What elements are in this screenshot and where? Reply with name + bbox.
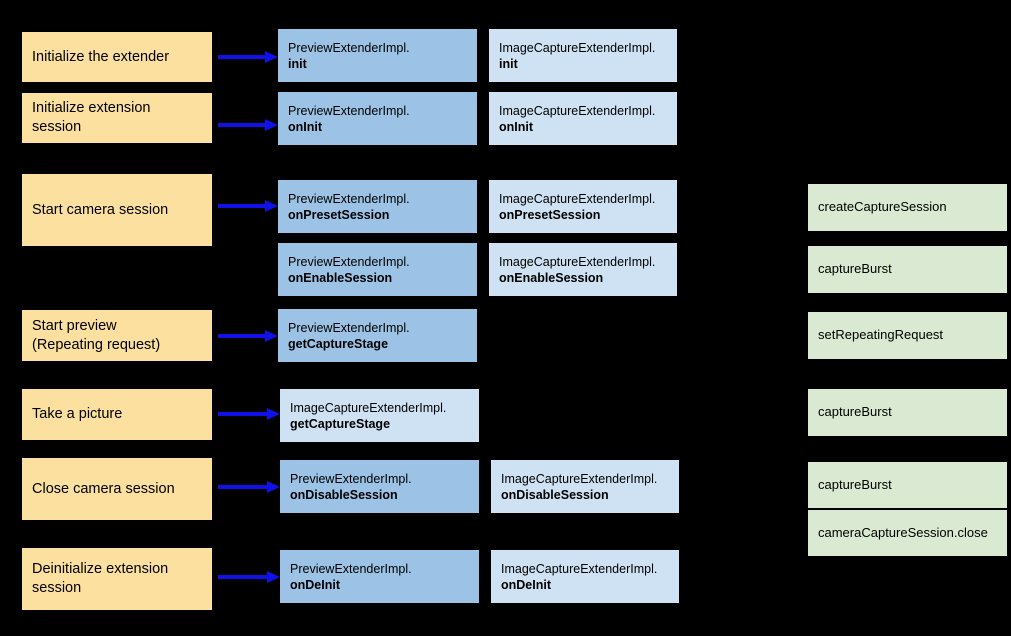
call-class-name: ImageCaptureExtenderImpl.: [290, 400, 447, 415]
api-box-createcapturesession[interactable]: createCaptureSession: [808, 184, 1007, 231]
stage-label-line: Start preview: [32, 317, 117, 334]
call-box-preview-onpresetsession[interactable]: PreviewExtenderImpl. onPresetSession: [278, 180, 477, 233]
call-method-name: onInit: [288, 119, 323, 134]
call-class-name: ImageCaptureExtenderImpl.: [499, 103, 656, 118]
call-class-name: PreviewExtenderImpl.: [288, 254, 410, 269]
stage-box-deinitialize-extension-session[interactable]: Deinitialize extension session: [22, 548, 212, 610]
call-box-preview-init[interactable]: PreviewExtenderImpl. init: [278, 29, 477, 82]
call-box-preview-getcapturestage[interactable]: PreviewExtenderImpl. getCaptureStage: [278, 309, 477, 362]
api-box-captureburst-3[interactable]: captureBurst: [808, 462, 1007, 508]
api-label: captureBurst: [818, 476, 892, 492]
call-class-name: PreviewExtenderImpl.: [290, 561, 412, 576]
call-box-preview-ondisablesession[interactable]: PreviewExtenderImpl. onDisableSession: [280, 460, 479, 513]
stage-box-take-a-picture[interactable]: Take a picture: [22, 389, 212, 440]
api-label: setRepeatingRequest: [818, 327, 944, 343]
stage-box-start-camera-session[interactable]: Start camera session: [22, 174, 212, 246]
call-method-name: onDeInit: [501, 577, 551, 592]
stage-label-line: Take a picture: [32, 406, 123, 423]
call-method-name: onEnableSession: [288, 270, 393, 285]
call-class-name: ImageCaptureExtenderImpl.: [499, 40, 656, 55]
stage-label-line: (Repeating request): [32, 336, 161, 353]
stage-label-line: Initialize the extender: [32, 48, 170, 65]
call-box-capture-getcapturestage[interactable]: ImageCaptureExtenderImpl. getCaptureStag…: [280, 389, 479, 442]
call-class-name: ImageCaptureExtenderImpl.: [499, 254, 656, 269]
api-label: captureBurst: [818, 404, 892, 420]
call-box-capture-oninit[interactable]: ImageCaptureExtenderImpl. onInit: [489, 92, 677, 145]
api-label: createCaptureSession: [818, 199, 947, 215]
call-class-name: ImageCaptureExtenderImpl.: [501, 561, 658, 576]
stage-box-start-preview[interactable]: Start preview (Repeating request): [22, 310, 212, 361]
call-method-name: init: [288, 56, 307, 71]
api-label: cameraCaptureSession.close: [818, 524, 988, 540]
call-method-name: getCaptureStage: [290, 416, 391, 431]
call-method-name: onEnableSession: [499, 270, 604, 285]
api-box-cameracapturesession-close[interactable]: cameraCaptureSession.close: [808, 510, 1007, 556]
call-box-capture-init[interactable]: ImageCaptureExtenderImpl. init: [489, 29, 677, 82]
call-class-name: PreviewExtenderImpl.: [288, 103, 410, 118]
stage-label-line: Start camera session: [32, 201, 169, 218]
call-method-name: onDeInit: [290, 577, 340, 592]
call-box-preview-oninit[interactable]: PreviewExtenderImpl. onInit: [278, 92, 477, 145]
call-method-name: onPresetSession: [288, 207, 390, 222]
call-method-name: onInit: [499, 119, 534, 134]
stage-box-initialize-the-extender[interactable]: Initialize the extender: [22, 32, 212, 82]
stage-box-close-camera-session[interactable]: Close camera session: [22, 458, 212, 520]
stage-label-line: Initialize extension: [32, 100, 151, 117]
api-box-setrepeatingrequest[interactable]: setRepeatingRequest: [808, 312, 1007, 359]
call-box-capture-ondeinit[interactable]: ImageCaptureExtenderImpl. onDeInit: [491, 550, 679, 603]
call-class-name: PreviewExtenderImpl.: [288, 191, 410, 206]
call-box-capture-ondisablesession[interactable]: ImageCaptureExtenderImpl. onDisableSessi…: [491, 460, 679, 513]
stage-box-initialize-extension-session[interactable]: Initialize extension session: [22, 93, 212, 143]
api-label: captureBurst: [818, 261, 892, 277]
stage-label-line: Close camera session: [32, 480, 175, 497]
call-method-name: onPresetSession: [499, 207, 601, 222]
call-class-name: PreviewExtenderImpl.: [288, 320, 410, 335]
stage-label-line: session: [32, 580, 82, 596]
call-method-name: onDisableSession: [290, 487, 398, 502]
call-class-name: PreviewExtenderImpl.: [290, 471, 412, 486]
call-class-name: ImageCaptureExtenderImpl.: [499, 191, 656, 206]
call-class-name: ImageCaptureExtenderImpl.: [501, 471, 658, 486]
api-box-captureburst-2[interactable]: captureBurst: [808, 389, 1007, 436]
call-method-name: init: [499, 56, 518, 71]
call-box-preview-onenablesession[interactable]: PreviewExtenderImpl. onEnableSession: [278, 243, 477, 296]
stage-label-line: session: [32, 119, 82, 135]
call-box-capture-onpresetsession[interactable]: ImageCaptureExtenderImpl. onPresetSessio…: [489, 180, 677, 233]
stage-label-line: Deinitialize extension: [32, 561, 169, 578]
call-class-name: PreviewExtenderImpl.: [288, 40, 410, 55]
call-box-capture-onenablesession[interactable]: ImageCaptureExtenderImpl. onEnableSessio…: [489, 243, 677, 296]
call-box-preview-ondeinit[interactable]: PreviewExtenderImpl. onDeInit: [280, 550, 479, 603]
call-method-name: getCaptureStage: [288, 336, 389, 351]
api-box-captureburst-1[interactable]: captureBurst: [808, 246, 1007, 293]
call-method-name: onDisableSession: [501, 487, 609, 502]
